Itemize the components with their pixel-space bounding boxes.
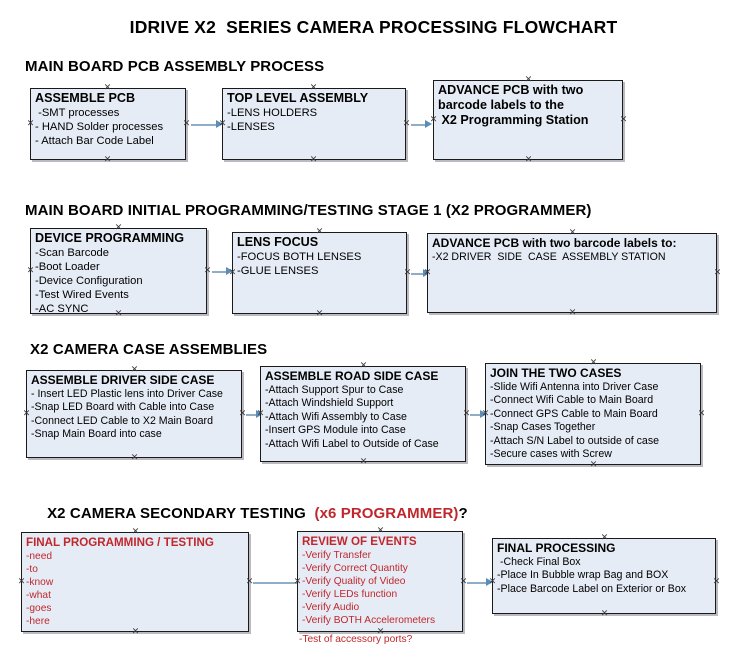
- arrow-head-icon: [226, 267, 233, 275]
- arrow-head-icon: [423, 269, 430, 277]
- flow-box-line: -FOCUS BOTH LENSES: [237, 251, 362, 263]
- flow-box-line: -Verify Audio: [302, 602, 360, 613]
- flow-box-final-programming-testing[interactable]: FINAL PROGRAMMING / TESTING -need -to -k…: [21, 532, 249, 632]
- section-heading-tail-text: ?: [458, 505, 468, 522]
- flow-box-title: ADVANCE PCB with two: [438, 83, 584, 97]
- flow-box-line: -Verify Correct Quantity: [302, 563, 408, 574]
- flow-box-line: -Verify BOTH Accelerometers: [302, 615, 436, 626]
- flow-box-line: -Snap LED Board with Cable into Case: [31, 401, 215, 414]
- flow-box-assemble-road-side-case[interactable]: ASSEMBLE ROAD SIDE CASE -Attach Support …: [260, 366, 466, 462]
- section-heading-x2-camera-secondary-testing: X2 CAMERA SECONDARY TESTING (x6 PROGRAMM…: [30, 488, 468, 539]
- connector-assemble-pcb-to-top-level: [191, 124, 219, 126]
- flow-box-line: - Attach Bar Code Label: [35, 135, 154, 147]
- flow-box-line: - HAND Solder processes: [35, 121, 164, 133]
- flow-box-title: LENS FOCUS: [237, 235, 319, 249]
- flow-box-line: - Insert LED Plastic lens into Driver Ca…: [31, 388, 223, 400]
- section-heading-x2-camera-case-assemblies: X2 CAMERA CASE ASSEMBLIES: [30, 341, 268, 358]
- flow-box-line: -Device Configuration: [35, 275, 143, 287]
- flow-box-title: ADVANCE PCB with two barcode labels to:: [432, 236, 677, 250]
- flow-box-lens-focus[interactable]: LENS FOCUS -FOCUS BOTH LENSES -GLUE LENS…: [232, 232, 407, 314]
- flow-box-assemble-pcb[interactable]: ASSEMBLE PCB -SMT processes - HAND Solde…: [30, 88, 186, 160]
- flow-box-line: -Attach Wifi Assembly to Case: [265, 410, 407, 423]
- flow-box-title: JOIN THE TWO CASES: [490, 366, 622, 380]
- flow-box-final-processing[interactable]: FINAL PROCESSING -Check Final Box -Place…: [492, 538, 716, 614]
- flow-box-line: -Scan Barcode: [35, 247, 110, 259]
- flow-box-line: -Connect LED Cable to X2 Main Board: [31, 414, 213, 427]
- flow-box-line: -what: [26, 590, 51, 601]
- flow-box-line: -Snap Cases Together: [490, 421, 596, 434]
- flow-box-line: -know: [26, 577, 54, 588]
- flow-box-line: -Secure cases with Screw: [490, 448, 612, 461]
- flow-box-line: -LENS HOLDERS: [227, 107, 318, 119]
- flow-box-line: -Insert GPS Module into Case: [265, 424, 406, 437]
- section-heading-red-text: (x6 PROGRAMMER): [314, 505, 459, 522]
- flow-box-device-programming[interactable]: DEVICE PROGRAMMING -Scan Barcode -Boot L…: [30, 228, 207, 315]
- connector-top-level-to-advance-pcb: [411, 124, 427, 126]
- flow-box-advance-pcb-to-driver-side-case[interactable]: ADVANCE PCB with two barcode labels to: …: [427, 233, 717, 313]
- flow-box-line: -Snap Main Board into case: [31, 428, 162, 441]
- flow-box-title: ASSEMBLE DRIVER SIDE CASE: [31, 373, 215, 387]
- section-heading-main-board-initial-programming: MAIN BOARD INITIAL PROGRAMMING/TESTING S…: [25, 202, 592, 219]
- flow-box-line: -Attach S/N Label to outside of case: [490, 434, 660, 447]
- flow-box-overflow-line: -Test of accessory ports?: [299, 634, 413, 645]
- flow-box-line: -to: [26, 564, 38, 575]
- flow-box-join-the-two-cases[interactable]: JOIN THE TWO CASES -Slide Wifi Antenna i…: [485, 363, 701, 465]
- flow-box-line: -GLUE LENSES: [237, 265, 319, 277]
- flow-box-line: -SMT processes: [35, 107, 120, 119]
- flow-box-line: -Connect Wifi Cable to Main Board: [490, 394, 654, 407]
- flow-box-line: -Boot Loader: [35, 261, 100, 273]
- flow-box-line: -Check Final Box: [497, 556, 581, 568]
- flow-box-line: -Verify LEDs function: [302, 589, 398, 600]
- arrow-head-icon: [480, 410, 487, 418]
- flow-box-title: ASSEMBLE ROAD SIDE CASE: [265, 369, 439, 383]
- flow-box-title: FINAL PROGRAMMING / TESTING: [26, 536, 214, 549]
- flow-box-line: -LENSES: [227, 121, 275, 133]
- connector-device-programming-to-lens-focus: [212, 271, 228, 273]
- flow-box-line: -Attach Support Spur to Case: [265, 384, 404, 396]
- connector-review-of-events-to-final-processing: [467, 582, 489, 584]
- flow-box-line: -Verify Transfer: [302, 550, 372, 561]
- flow-box-line: -Verify Quality of Video: [302, 576, 406, 587]
- flow-box-line: -Place In Bubble wrap Bag and BOX: [497, 569, 669, 582]
- flow-box-review-of-events[interactable]: REVIEW OF EVENTS -Verify Transfer -Verif…: [297, 531, 463, 632]
- flow-box-line: X2 Programming Station: [438, 113, 589, 127]
- flow-box-line: -Attach Wifi Label to Outside of Case: [265, 437, 439, 450]
- arrow-head-icon: [486, 578, 493, 586]
- flow-box-title: FINAL PROCESSING: [497, 541, 616, 555]
- flow-box-line: -X2 DRIVER SIDE CASE ASSEMBLY STATION: [432, 251, 666, 263]
- page-title: IDRIVE X2 SERIES CAMERA PROCESSING FLOWC…: [129, 17, 618, 37]
- connector-lens-focus-to-advance-pcb: [411, 273, 425, 275]
- connector-final-programming-to-review-of-events: [253, 582, 301, 584]
- arrow-head-icon: [216, 120, 223, 128]
- flow-box-title: ASSEMBLE PCB: [35, 91, 136, 105]
- flow-box-line: -here: [26, 616, 50, 627]
- flow-box-title: DEVICE PROGRAMMING: [35, 231, 185, 245]
- flow-box-line: -Connect GPS Cable to Main Board: [490, 407, 658, 420]
- flow-box-assemble-driver-side-case[interactable]: ASSEMBLE DRIVER SIDE CASE - Insert LED P…: [26, 370, 242, 458]
- section-heading-main-board-pcb-assembly: MAIN BOARD PCB ASSEMBLY PROCESS: [25, 58, 325, 75]
- flow-box-advance-pcb-to-x2-programming-station[interactable]: ADVANCE PCB with two barcode labels to t…: [433, 80, 623, 160]
- flow-box-title: TOP LEVEL ASSEMBLY: [227, 91, 369, 105]
- flow-box-line: -Place Barcode Label on Exterior or Box: [497, 582, 687, 595]
- arrow-head-icon: [256, 410, 263, 418]
- flow-box-line: barcode labels to the: [438, 98, 564, 112]
- flow-box-line: -Slide Wifi Antenna into Driver Case: [490, 381, 659, 393]
- flow-box-line: -Attach Windshield Support: [265, 397, 394, 410]
- arrow-head-icon: [425, 120, 432, 128]
- flow-box-line: -need: [26, 551, 53, 562]
- flow-box-top-level-assembly[interactable]: TOP LEVEL ASSEMBLY -LENS HOLDERS -LENSES: [222, 88, 406, 160]
- flow-box-line: -AC SYNC: [35, 303, 89, 315]
- flow-box-line: -goes: [26, 603, 52, 614]
- connector-driver-case-to-road-case: [246, 414, 258, 416]
- flow-box-title: REVIEW OF EVENTS: [302, 535, 417, 548]
- section-heading-main-text: X2 CAMERA SECONDARY TESTING: [47, 505, 315, 522]
- flow-box-line: -Test Wired Events: [35, 289, 129, 301]
- connector-road-case-to-join-cases: [470, 414, 482, 416]
